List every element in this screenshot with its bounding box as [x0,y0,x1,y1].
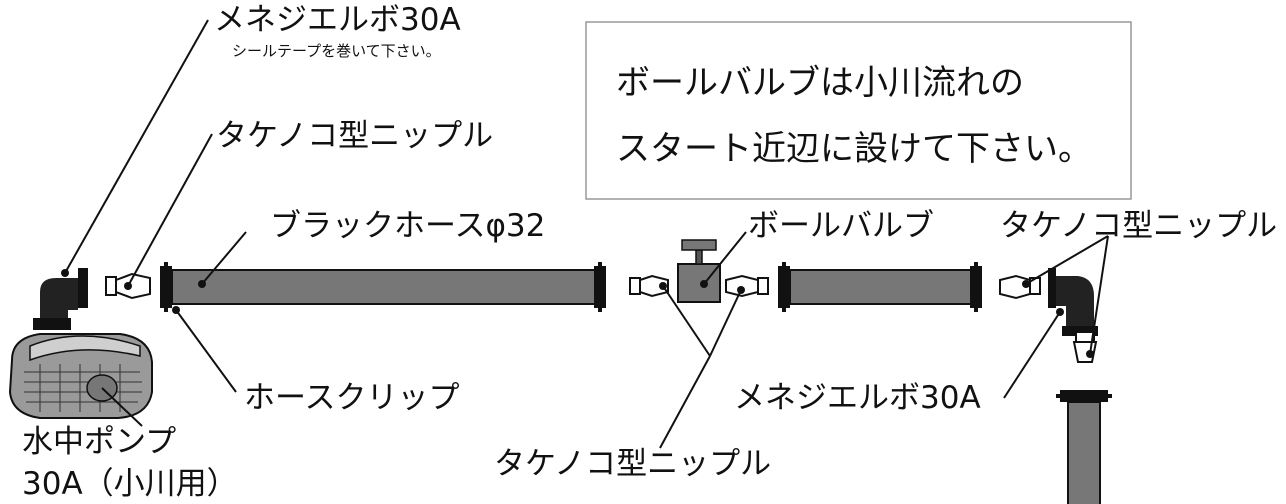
label-hose-clip: ホースクリップ [244,380,459,416]
label-elbow-top-note: シールテープを巻いて下さい。 [232,42,441,60]
label-ball-valve: ボールバルブ [748,208,934,244]
label-black-hose: ブラックホースφ32 [270,208,545,244]
note-line-1: ボールバルブは小川流れの [616,63,1024,103]
label-pump-size: 30A（小川用） [22,466,238,502]
label-elbow-top: メネジエルボ30A [214,2,461,38]
label-nipple-top: タケノコ型ニップル [216,118,493,154]
ball-valve [677,239,721,303]
label-nipple-right: タケノコ型ニップル [1000,208,1277,244]
leader-lines [64,19,1109,449]
black-hose-main [160,262,606,314]
black-hose-vertical [1056,390,1112,504]
female-elbow-right [1048,268,1098,336]
note-box: ボールバルブは小川流れの スタート近辺に設けて下さい。 [585,21,1132,200]
label-pump-name: 水中ポンプ [22,424,176,460]
label-nipple-bottom: タケノコ型ニップル [494,446,771,482]
hose-nipple-valve-right [725,274,769,298]
black-hose-right [778,262,982,312]
submersible-pump [8,333,153,419]
note-box-frame [585,21,1132,200]
hose-nipple-right [999,274,1041,300]
pump-top [29,335,141,362]
note-line-2: スタート近辺に設けて下さい。 [616,129,1092,169]
female-elbow-left [33,268,88,330]
hose-nipple-valve-left [629,274,669,298]
label-elbow-right: メネジエルボ30A [734,380,981,416]
